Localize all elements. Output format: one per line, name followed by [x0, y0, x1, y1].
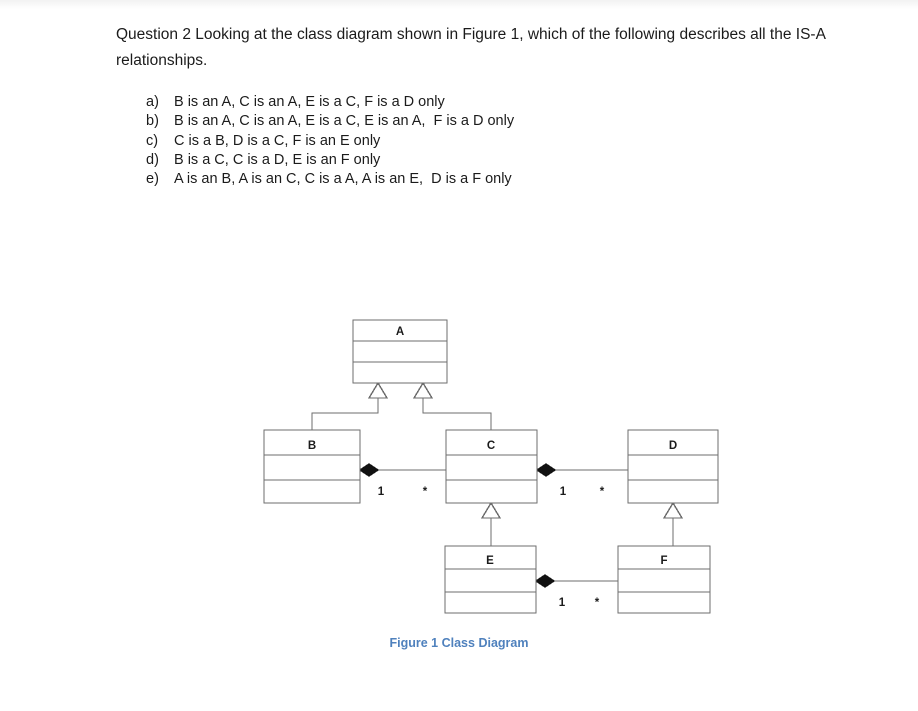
option-d[interactable]: d) B is a C, C is a D, E is an F only: [146, 151, 846, 170]
figure-caption: Figure 1 Class Diagram: [389, 636, 529, 650]
option-e[interactable]: e) A is an B, A is an C, C is a A, A is …: [146, 170, 846, 189]
option-c-marker: c): [146, 132, 159, 149]
class-box-b[interactable]: [263, 429, 361, 504]
class-label-c: C: [487, 440, 495, 452]
composition-e-to-f: [534, 574, 618, 588]
options-list: a) B is an A, C is an A, E is a C, F is …: [146, 93, 846, 189]
class-box-f[interactable]: [617, 545, 711, 614]
generalization-c-to-a: [412, 381, 492, 430]
option-c[interactable]: c) C is a B, D is a C, F is an E only: [146, 132, 846, 151]
question-block: Question 2 Looking at the class diagram …: [116, 22, 856, 74]
option-e-text: A is an B, A is an C, C is a A, A is an …: [174, 171, 512, 188]
option-a-text: B is an A, C is an A, E is a C, F is a D…: [174, 94, 445, 110]
option-e-marker: e): [146, 171, 159, 188]
option-a-marker: a): [146, 94, 159, 110]
option-d-text: B is a C, C is a D, E is an F only: [174, 151, 381, 168]
composition-b-to-c: [358, 463, 446, 477]
class-box-d[interactable]: [627, 429, 719, 504]
question-stem: Question 2 Looking at the class diagram …: [116, 26, 826, 69]
option-c-text: C is a B, D is a C, F is an E only: [174, 132, 381, 149]
class-label-e: E: [486, 555, 494, 567]
multiplicity-c-d-part: *: [600, 486, 605, 498]
class-label-a: A: [396, 326, 404, 338]
multiplicity-e-f-whole: 1: [559, 597, 566, 609]
option-b[interactable]: b) B is an A, C is an A, E is a C, E is …: [146, 112, 846, 131]
page-top-edge: [0, 0, 918, 9]
option-b-text: B is an A, C is an A, E is a C, E is an …: [174, 113, 515, 130]
multiplicity-b-c-part: *: [423, 486, 428, 498]
multiplicity-b-c-whole: 1: [378, 486, 385, 498]
class-box-c[interactable]: [445, 429, 538, 504]
class-label-b: B: [308, 440, 316, 452]
option-b-marker: b): [146, 113, 159, 130]
option-d-marker: d): [146, 151, 159, 168]
class-label-f: F: [660, 555, 667, 567]
generalization-e-to-c: [480, 501, 502, 546]
generalization-f-to-d: [662, 501, 684, 546]
class-label-d: D: [669, 440, 677, 452]
class-box-e[interactable]: [444, 545, 537, 614]
class-box-a[interactable]: [352, 319, 448, 384]
multiplicity-c-d-whole: 1: [560, 486, 567, 498]
generalization-b-to-a: [311, 381, 389, 430]
composition-c-to-d: [535, 463, 628, 477]
multiplicity-e-f-part: *: [595, 597, 600, 609]
option-a[interactable]: a) B is an A, C is an A, E is a C, F is …: [146, 93, 846, 112]
